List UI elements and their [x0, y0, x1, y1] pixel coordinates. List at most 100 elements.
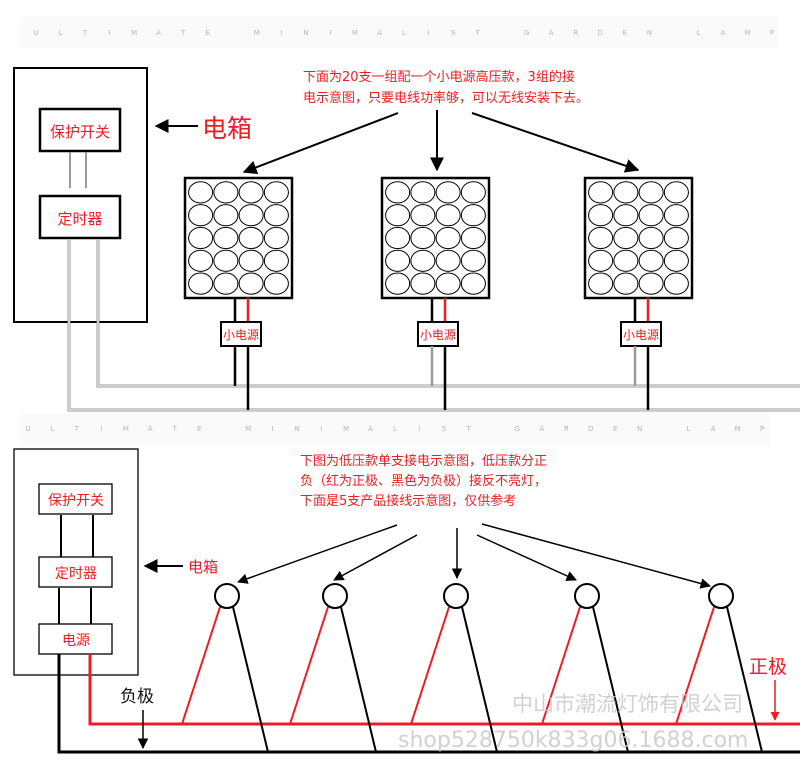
lamp-head [574, 583, 600, 609]
top-description-line1: 下面为20支一组配一个小电源高压款，3组的接 [303, 69, 575, 85]
banner-letter: L [687, 425, 691, 433]
lamp-negative-wire [232, 606, 269, 753]
lamp-panel-group: 小电源 [183, 176, 294, 410]
lamp-bead [588, 272, 614, 295]
lamp-arrow-1 [237, 524, 398, 584]
banner-letter: A [368, 425, 373, 433]
banner-letter: I [418, 425, 420, 433]
lamp-bead [385, 226, 411, 250]
main-bus-wires [67, 239, 800, 412]
banner-background [20, 414, 770, 445]
lamp-bead [663, 181, 689, 204]
banner-background [20, 17, 778, 48]
banner-letter: I [280, 29, 282, 37]
lamp-panel-groups: 小电源小电源小电源 [183, 176, 694, 410]
banner-letter: M [352, 29, 358, 37]
banner-letter: N [647, 29, 652, 37]
banner-letter: M [735, 425, 741, 433]
top-section: 保护开关 定时器 电箱 下面为20支一组配一个小电源高压款，3组的接 电示意图，… [13, 67, 800, 412]
protection-switch-box [38, 483, 113, 515]
lamp-bead [663, 249, 689, 272]
lamp-bead [385, 181, 411, 204]
lamp-bead [410, 204, 436, 227]
negative-label: 负极 [120, 687, 154, 707]
banner-letter: I [321, 425, 323, 433]
lamp-bead [188, 181, 214, 204]
banner-letter: E [613, 425, 617, 433]
lamp-negative-wire [461, 606, 498, 753]
protection-switch-box [38, 107, 122, 153]
small-power-label: 小电源 [623, 328, 659, 342]
watermark: 中山市潮流灯饰有限公司 shop528750k833g06.1688.com [398, 692, 748, 753]
lamp-bead [238, 226, 264, 250]
banner-letter: A [549, 29, 554, 37]
banner-letter: M [254, 29, 260, 37]
top-description-line2: 电示意图，只要电线功率够，可以无线安装下去。 [303, 90, 589, 106]
banner-letter: L [402, 29, 406, 37]
lamp-head [214, 583, 240, 609]
lamp-bead [213, 204, 239, 227]
banner-letter: M [343, 425, 349, 433]
lamp-bead [238, 272, 264, 295]
lamp-panel-group: 小电源 [583, 176, 694, 410]
protection-switch-label: 保护开关 [50, 123, 110, 141]
timer-label: 定时器 [55, 566, 97, 582]
lamp-bead [410, 181, 436, 204]
lamp-bead [188, 249, 214, 272]
banner-letter: M [131, 29, 137, 37]
banner-letter: T [74, 425, 80, 433]
lamp-bead [410, 226, 436, 250]
lamp-bead [263, 272, 289, 295]
banner-letter: L [51, 425, 55, 433]
small-power-label: 小电源 [420, 328, 456, 342]
lamp-positive-wire [410, 606, 450, 725]
lamp-bead [238, 249, 264, 272]
banner-letter: M [123, 425, 129, 433]
banner-letter: S [451, 29, 456, 37]
lamp-bead [638, 204, 664, 227]
lamp-bead [638, 181, 664, 204]
negative-main-wire [57, 654, 800, 754]
lamp [541, 583, 629, 753]
panel-arrow-1 [242, 112, 399, 175]
lamp-bead [460, 204, 486, 227]
banner-letter: T [180, 29, 186, 37]
banner-letter: P [760, 425, 764, 433]
banner-letter: R [573, 29, 578, 37]
lamp-arrow-5 [481, 523, 712, 589]
low-voltage-lamps [181, 583, 763, 753]
lamp-bead [213, 272, 239, 295]
banner-letter: N [295, 425, 300, 433]
banner-letter: T [172, 425, 178, 433]
lamp [181, 583, 269, 753]
lamp-negative-wire [340, 606, 377, 753]
lamp-positive-wire [675, 606, 715, 725]
timer-box [38, 556, 113, 588]
lamp-bead [613, 249, 639, 272]
lamp-bead [613, 181, 639, 204]
banner-letter: I [427, 29, 429, 37]
banner-letter: A [377, 29, 382, 37]
lamp-positive-wire [289, 606, 329, 725]
lamp-head [322, 583, 348, 609]
banner-letter: A [156, 29, 161, 37]
lamp-bead [460, 181, 486, 204]
lamp-bead [613, 204, 639, 227]
electric-box-outline [13, 448, 139, 676]
lamp-bead [213, 249, 239, 272]
lamp-bead [435, 181, 461, 204]
lamp-bead [613, 226, 639, 250]
banner-letter: E [206, 29, 210, 37]
lamp-bead [213, 181, 239, 204]
lamp-bead [238, 181, 264, 204]
lamp [675, 583, 763, 753]
lamp-arrow-2 [333, 534, 418, 581]
positive-label: 正极 [749, 656, 787, 678]
lamp-bead [188, 226, 214, 250]
lamp-bead [588, 181, 614, 204]
lamp-bead [263, 249, 289, 272]
banner-letter: T [474, 29, 480, 37]
